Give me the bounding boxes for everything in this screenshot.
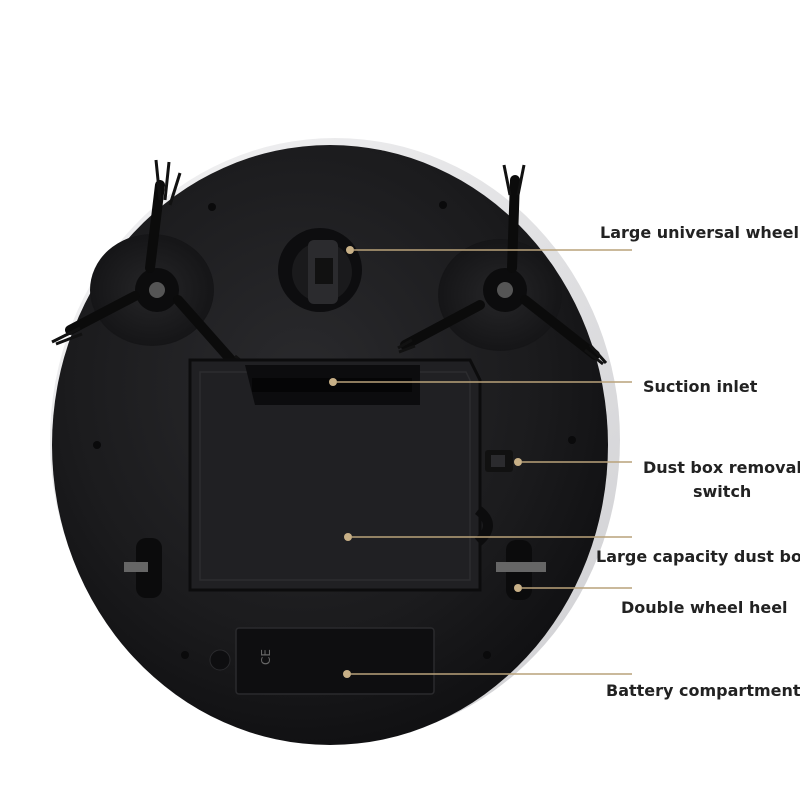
label-double-wheel: Double wheel heel bbox=[621, 598, 788, 617]
ce-mark: CE bbox=[259, 649, 273, 665]
left-side-brush bbox=[51, 159, 258, 384]
dust-box-switch bbox=[474, 450, 522, 546]
battery-compartment: CE bbox=[209, 627, 435, 695]
label-dust-box-switch-line2: switch bbox=[693, 482, 752, 501]
left-drive-wheel bbox=[124, 538, 162, 598]
label-dust-box-switch-line1: Dust box removal bbox=[643, 458, 800, 477]
suction-inlet bbox=[245, 365, 420, 405]
screw-holes bbox=[93, 201, 576, 659]
leader-lines bbox=[337, 249, 632, 675]
label-dust-box: Large capacity dust box bbox=[596, 547, 800, 566]
label-battery: Battery compartment bbox=[606, 681, 800, 700]
right-drive-wheel bbox=[496, 540, 546, 600]
label-suction-inlet: Suction inlet bbox=[643, 377, 758, 396]
universal-wheel bbox=[278, 228, 362, 312]
dust-box-panel bbox=[188, 358, 482, 592]
label-dust-box-switch: Dust box removal switch bbox=[643, 456, 800, 504]
label-universal-wheel: Large universal wheel bbox=[600, 223, 799, 242]
right-side-brush bbox=[397, 164, 608, 366]
